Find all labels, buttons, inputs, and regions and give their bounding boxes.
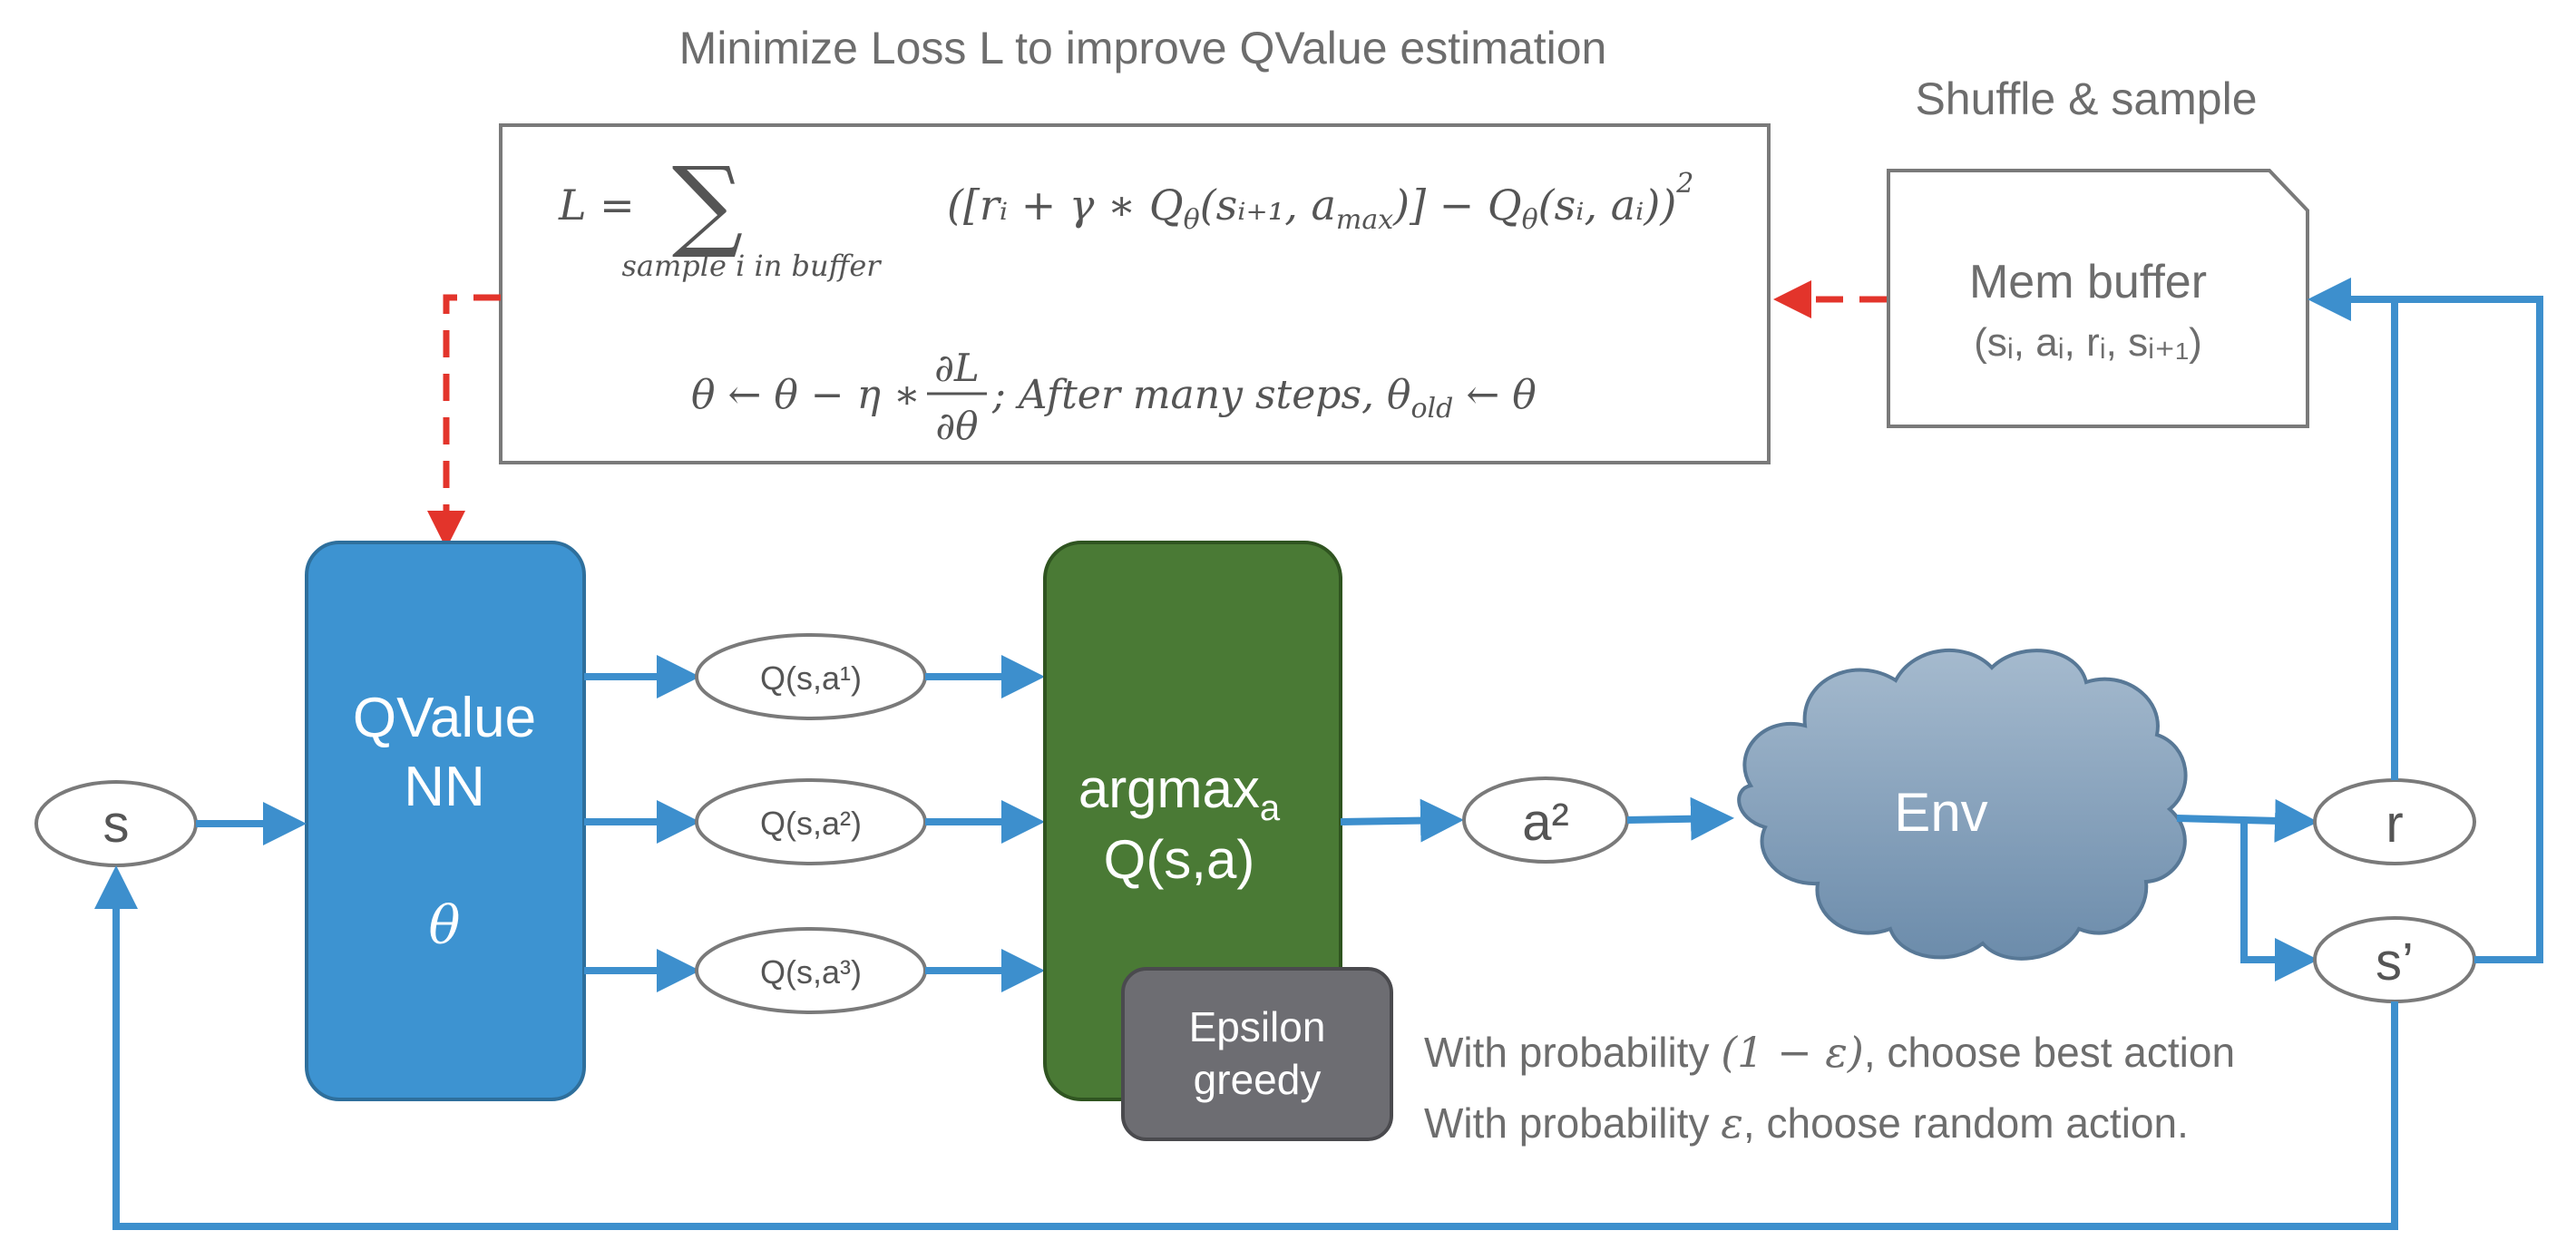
next-state-label: s’: [2376, 933, 2414, 991]
epsilon-note-2-math: ε: [1721, 1099, 1743, 1147]
epsilon-note-1: With probability (1 − ε), choose best ac…: [1424, 1028, 2235, 1077]
q-output-1: Q(s,a¹): [584, 633, 1045, 720]
theta-sub-2: θ: [1522, 204, 1538, 236]
epsilon-note-1-post: , choose best action: [1864, 1029, 2235, 1076]
argmax-line-2: Q(s,a): [1104, 829, 1255, 890]
qvalue-nn-param: θ: [429, 894, 461, 956]
frac-den: ∂θ: [935, 404, 978, 448]
argmax-main: argmax: [1078, 758, 1260, 819]
update-rest: ; After many steps, θold ← θ: [991, 372, 1537, 425]
loss-box: [499, 123, 1771, 464]
action-label: a²: [1522, 793, 1569, 852]
max-sub: max: [1336, 204, 1393, 236]
diagram-title: Minimize Loss L to improve QValue estima…: [679, 23, 1607, 73]
theta-sub-1: θ: [1184, 204, 1200, 236]
epsilon-greedy-box: [1121, 967, 1393, 1141]
update-arrow: [427, 294, 501, 549]
epsilon-note-2-pre: With probability: [1424, 1099, 1721, 1147]
reward-label: r: [2386, 795, 2403, 854]
epsilon-note-1-math: (1 − ε): [1721, 1028, 1864, 1077]
q-output-3: Q(s,a³): [584, 927, 1045, 1014]
epsilon-note-2: With probability ε, choose random action…: [1424, 1099, 2189, 1147]
update-rest-main: ; After many steps, θ: [991, 372, 1410, 418]
mem-buffer-contents: (sᵢ, aᵢ, rᵢ, sᵢ₊₁): [1974, 320, 2202, 365]
epsilon-line-1: Epsilon: [1189, 1003, 1326, 1050]
cloud-shape: [1737, 648, 2188, 961]
env-cloud: Env: [1737, 648, 2188, 961]
reward-to-buffer-arrow: [2308, 278, 2398, 780]
old-sub: old: [1410, 393, 1453, 425]
sum-subscript: sample i in buffer: [621, 249, 882, 283]
shuffle-label: Shuffle & sample: [1915, 73, 2257, 124]
q3-label: Q(s,a³): [760, 953, 862, 991]
frac-num: ∂L: [934, 346, 980, 390]
env-to-next-state-arrow: [2240, 820, 2318, 981]
loss-rhs-arg1: (sᵢ₊₁, a: [1200, 181, 1336, 229]
loss-rhs-rest: )] − Q: [1392, 181, 1521, 229]
mem-buffer-title: Mem buffer: [1969, 256, 2207, 308]
q1-label: Q(s,a¹): [760, 659, 862, 697]
argmax-line-1: argmaxa: [1078, 758, 1281, 828]
q2-label: Q(s,a²): [760, 805, 862, 842]
state-label: s: [103, 795, 130, 854]
env-label: Env: [1894, 782, 1987, 843]
q-output-2: Q(s,a²): [584, 778, 1045, 865]
next-state-to-buffer-line: [2395, 296, 2543, 963]
update-lhs: θ ← θ − η ∗: [691, 372, 921, 418]
squared: 2: [1675, 168, 1693, 200]
action-to-env-arrow: [1626, 796, 1734, 841]
epsilon-note-2-post: , choose random action.: [1743, 1099, 2189, 1147]
loss-rhs-main: ([rᵢ + γ ∗ Q: [947, 181, 1184, 229]
qvalue-nn-title-1: QValue: [353, 687, 536, 749]
epsilon-line-2: greedy: [1194, 1056, 1322, 1103]
epsilon-note-1-pre: With probability: [1424, 1029, 1721, 1076]
loss-lhs: L =: [558, 181, 635, 229]
update-tail: ← θ: [1453, 372, 1536, 418]
loss-rhs: ([rᵢ + γ ∗ Qθ(sᵢ₊₁, amax)] − Qθ(sᵢ, aᵢ))…: [947, 168, 1693, 236]
loss-rhs-arg2: (sᵢ, aᵢ)): [1538, 181, 1677, 229]
qvalue-nn-title-2: NN: [404, 756, 485, 818]
sum-symbol: ∑: [672, 145, 744, 261]
qvalue-nn-box: [305, 541, 586, 1101]
argmax-to-action-arrow: [1340, 798, 1464, 843]
next-state-to-state-arrow: [94, 865, 2398, 1230]
argmax-sub: a: [1260, 788, 1281, 828]
